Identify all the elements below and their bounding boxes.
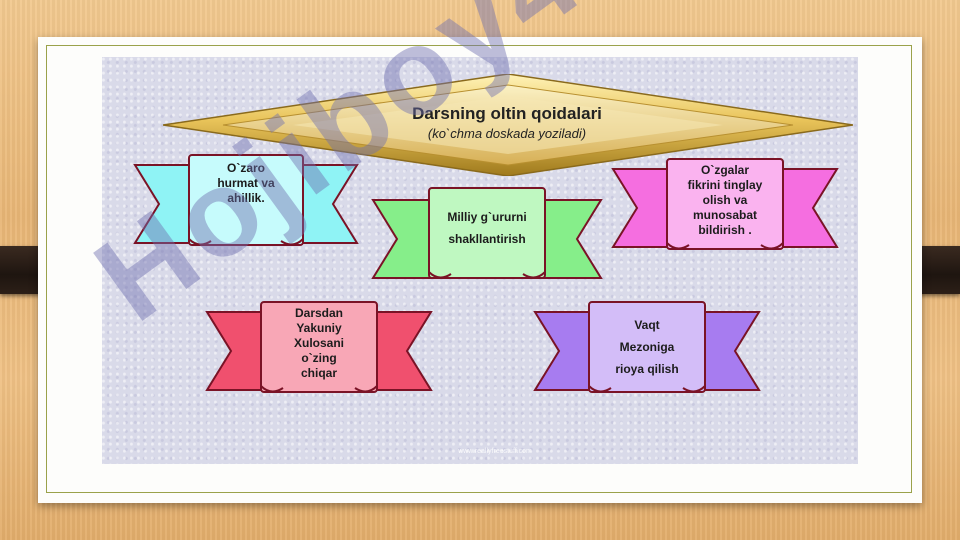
banner-5-line-3: rioya qilish [615,362,679,376]
banner-4-line-1: Darsdan [294,306,344,320]
banner-5-line-1: Vaqt [634,318,660,332]
banner-2-line-2: shakllantirish [448,232,526,246]
banner-3-line-5: bildirish . [698,223,752,237]
rule-banner-mutual-respect: O`zaro hurmat va ahillik. [133,153,359,253]
banner-3-line-4: munosabat [692,208,757,222]
banner-2-line-1: Milliy g`ururni [447,210,527,224]
banner-4-line-4: o`zing [301,351,337,365]
banner-4-line-2: Yakuniy [296,321,342,335]
banner-4-line-5: chiqar [300,366,337,380]
banner-3-line-2: fikrini tinglay [687,178,763,192]
rule-banner-draw-conclusion: Darsdan Yakuniy Xulosani o`zing chiqar [205,300,433,400]
rule-banner-national-pride: Milliy g`ururni shakllantirish [371,186,603,286]
banner-5-line-2: Mezoniga [619,340,675,354]
slide-frame [46,45,912,493]
banner-1-line-1: O`zaro [226,161,265,175]
banner-3-line-3: olish va [702,193,748,207]
page-title: Darsning oltin qoidalari [412,104,602,123]
banner-4-line-3: Xulosani [293,336,344,350]
title-diamond [163,74,853,176]
banner-1-line-3: ahillik. [227,191,265,205]
page-subtitle: (ko`chma doskada yoziladi) [427,126,587,141]
banner-3-line-1: O`zgalar [700,163,749,177]
rule-banner-listen-others: O`zgalar fikrini tinglay olish va munosa… [611,157,839,257]
footer-credit: www.reallyfreestuff.com [458,448,532,455]
rule-banner-time-discipline: Vaqt Mezoniga rioya qilish [533,300,761,400]
banner-1-line-2: hurmat va [217,176,275,190]
